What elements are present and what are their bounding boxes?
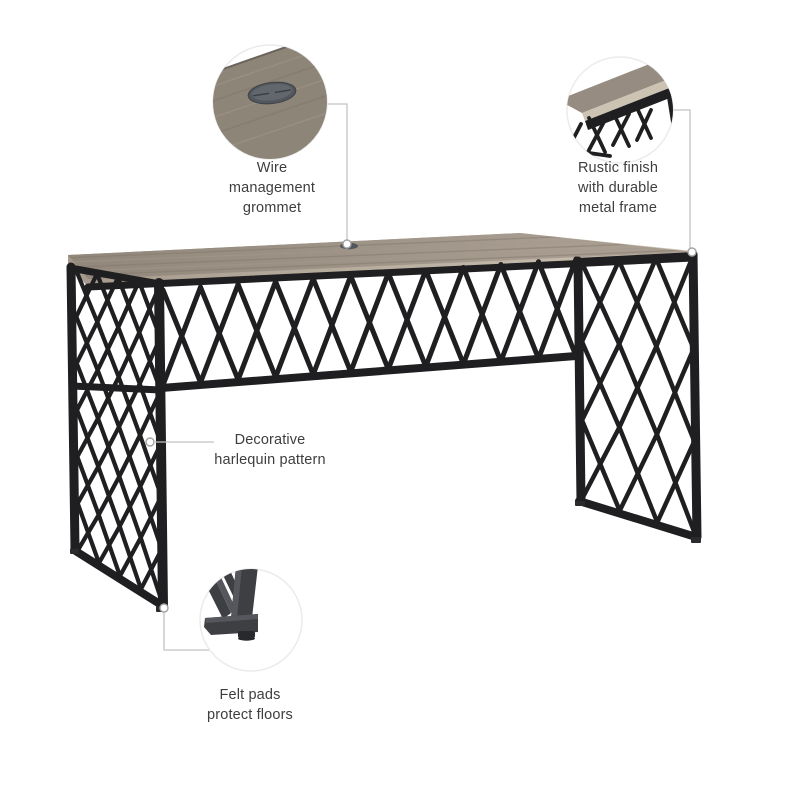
grommet-closeup xyxy=(247,81,297,105)
lattice-line xyxy=(95,325,121,373)
lattice-line xyxy=(655,439,697,525)
lattice-line xyxy=(95,374,121,421)
left-panel-lattice xyxy=(73,267,165,605)
lattice-line xyxy=(137,282,163,335)
lattice-line xyxy=(74,319,100,366)
lattice-line xyxy=(536,256,579,362)
lattice-line xyxy=(138,441,164,489)
label-harlequin: Decorative harlequin pattern xyxy=(180,430,360,470)
leader-markers xyxy=(145,239,697,613)
lattice-line xyxy=(654,253,696,349)
inset-corner-woodtop xyxy=(567,63,673,113)
label-wire-grommet: Wire management grommet xyxy=(192,158,352,218)
label-line: protect floors xyxy=(207,707,293,723)
lattice-line xyxy=(616,256,659,347)
lattice-line xyxy=(116,381,142,429)
marker-grommet xyxy=(342,239,352,249)
lattice-line xyxy=(74,271,100,319)
inset-corner-rail xyxy=(585,85,673,130)
label-line: grommet xyxy=(242,200,302,216)
lattice-line xyxy=(117,484,143,529)
label-line: Rustic finish xyxy=(577,160,659,176)
lattice-line xyxy=(198,281,241,385)
lattice-line xyxy=(385,267,429,372)
marker-harlequin xyxy=(145,437,155,447)
label-line: with durable xyxy=(578,180,658,196)
inset-felt-pad xyxy=(199,568,303,672)
lattice-line xyxy=(498,259,541,364)
lattice-line xyxy=(617,432,660,513)
lattice-line xyxy=(138,494,164,540)
label-line: Wire xyxy=(256,160,288,176)
leader-lines xyxy=(155,103,691,651)
lattice-line xyxy=(117,535,143,579)
lattice-line xyxy=(96,474,122,517)
lattice-line xyxy=(579,425,622,502)
lattice-line xyxy=(117,433,143,479)
lattice-line xyxy=(579,258,622,344)
lattice-line xyxy=(617,344,659,430)
lattice-line xyxy=(579,341,622,423)
marker-corner xyxy=(687,247,697,257)
right-panel-lattice xyxy=(579,253,698,537)
label-felt-pads: Felt pads protect floors xyxy=(170,685,330,725)
label-line: management xyxy=(228,180,316,196)
lattice-line xyxy=(137,335,163,386)
lattice-line xyxy=(138,547,164,592)
label-line: metal frame xyxy=(578,200,658,216)
lattice-line xyxy=(116,330,142,380)
marker-foot xyxy=(159,603,169,613)
lattice-line xyxy=(460,262,504,367)
label-line: Decorative xyxy=(234,432,306,448)
desktop-top-face xyxy=(68,233,693,279)
lattice-line xyxy=(75,464,101,506)
desk xyxy=(66,233,702,612)
lattice-line xyxy=(423,265,466,369)
lattice-line xyxy=(137,388,163,438)
wood-grain xyxy=(68,234,689,276)
inset-corner-post xyxy=(666,86,673,153)
lattice-line xyxy=(273,276,316,380)
lattice-line xyxy=(348,270,391,375)
lattice-line xyxy=(116,279,142,330)
lattice-line xyxy=(74,368,100,413)
leader-wire-grommet xyxy=(327,103,348,241)
lattice-line xyxy=(96,424,122,469)
lattice-line xyxy=(235,279,279,383)
lattice-line xyxy=(160,284,203,388)
apron-lattice xyxy=(160,256,579,388)
leader-rustic-finish xyxy=(672,109,691,249)
lattice-line xyxy=(95,275,121,325)
label-line: harlequin pattern xyxy=(214,452,326,468)
lattice-line xyxy=(310,273,354,377)
lattice-line xyxy=(654,346,696,437)
lattice-line xyxy=(75,416,101,459)
lattice-line xyxy=(96,524,122,566)
label-line: Felt pads xyxy=(219,687,281,703)
lattice-line xyxy=(75,512,101,553)
inset-felt xyxy=(238,631,255,638)
inset-rustic-finish xyxy=(566,56,674,164)
inset-corner-woodedge xyxy=(582,77,673,121)
label-rustic-finish: Rustic finish with durable metal frame xyxy=(538,158,698,218)
inset-wire-grommet xyxy=(212,44,328,160)
leader-felt-pads xyxy=(163,611,211,651)
